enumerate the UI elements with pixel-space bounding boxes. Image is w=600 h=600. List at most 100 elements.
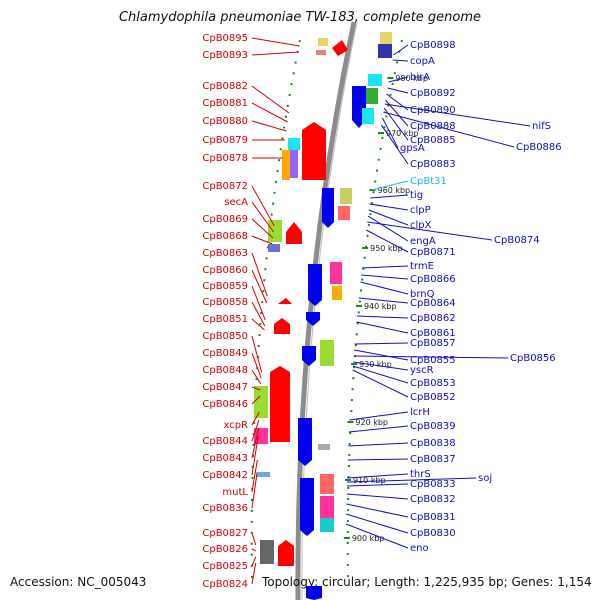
gene-label[interactable]: xcpR <box>223 420 248 431</box>
gene-label[interactable]: CpB0868 <box>202 231 248 242</box>
gene-label[interactable]: CpB0861 <box>410 328 456 339</box>
gene-label[interactable]: CpB0839 <box>410 421 456 432</box>
label-leader <box>371 180 409 191</box>
gene-label[interactable]: CpB0837 <box>410 454 456 465</box>
gene-label[interactable]: CpB0888 <box>410 121 456 132</box>
label-leader <box>367 221 493 241</box>
gene-label[interactable]: thrS <box>410 469 431 480</box>
gene-label[interactable]: CpB0850 <box>202 331 248 342</box>
label-leader <box>357 315 409 319</box>
kbp-label: 900 kbp <box>352 534 385 543</box>
label-leader <box>251 102 288 123</box>
gene-label[interactable]: CpB0851 <box>202 314 248 325</box>
gene-label[interactable]: CpB0886 <box>516 142 562 153</box>
accession-label: Accession: NC_005043 <box>10 575 147 589</box>
gene-label[interactable]: CpB0885 <box>410 135 456 146</box>
gene-label[interactable]: CpB0892 <box>410 88 456 99</box>
label-leader <box>353 355 509 359</box>
gene-label[interactable]: CpB0848 <box>202 365 248 376</box>
gene-label[interactable]: CpB0856 <box>510 353 556 364</box>
gene-label[interactable]: gpsA <box>400 143 425 154</box>
gene-label[interactable]: CpB0838 <box>410 438 456 449</box>
gene-label[interactable]: clpP <box>410 205 431 216</box>
gene-block <box>340 188 352 204</box>
gene-block <box>318 38 328 46</box>
gene-label[interactable]: CpB0832 <box>410 494 456 505</box>
gene-label[interactable]: CpB0844 <box>202 436 248 447</box>
gene-label[interactable]: CpB0857 <box>410 338 456 349</box>
gene-label[interactable]: CpB0883 <box>410 159 456 170</box>
gene-label[interactable]: mutL <box>222 487 248 498</box>
gene-block <box>256 472 270 477</box>
gene-label[interactable]: birA <box>410 72 430 83</box>
label-leader <box>346 503 409 518</box>
gene-label[interactable]: CpB0864 <box>410 298 456 309</box>
gene-label[interactable]: CpB0878 <box>202 153 248 164</box>
rna-label[interactable]: CpBt31 <box>410 176 447 187</box>
gene-label[interactable]: CpB0863 <box>202 248 248 259</box>
gene-label[interactable]: CpB0869 <box>202 214 248 225</box>
label-leader <box>360 281 409 295</box>
kbp-label: 960 kbp <box>378 186 411 195</box>
gene-label[interactable]: CpB0880 <box>202 116 248 127</box>
label-leader <box>369 203 409 211</box>
gene-label[interactable]: CpB0853 <box>410 378 456 389</box>
gene-block <box>288 138 300 150</box>
gene-label[interactable]: CpB0890 <box>410 105 456 116</box>
gene-label[interactable]: CpB0831 <box>410 512 456 523</box>
gene-label[interactable]: CpB0846 <box>202 399 248 410</box>
gene-label[interactable]: engA <box>410 236 436 247</box>
gene-label[interactable]: CpB0859 <box>202 281 248 292</box>
gene-label[interactable]: CpB0862 <box>410 313 456 324</box>
gene-block <box>290 150 298 178</box>
gene-label[interactable]: copA <box>410 56 435 67</box>
gene-label[interactable]: CpB0826 <box>202 544 248 555</box>
gene-label[interactable]: soj <box>478 473 492 484</box>
gene-label[interactable]: yscR <box>410 365 434 376</box>
forward-strand-genes <box>298 32 392 600</box>
gene-label[interactable]: CpB0842 <box>202 470 248 481</box>
gene-label[interactable]: CpB0871 <box>410 247 456 258</box>
gene-label[interactable]: eno <box>410 543 429 554</box>
gene-label[interactable]: CpB0866 <box>410 274 456 285</box>
gene-label[interactable]: CpB0882 <box>202 81 248 92</box>
label-leader <box>370 194 409 199</box>
gene-block <box>366 88 378 104</box>
label-leader <box>347 473 409 479</box>
gene-label[interactable]: CpB0847 <box>202 382 248 393</box>
label-leader <box>346 513 409 534</box>
gene-label[interactable]: secA <box>224 197 248 208</box>
gene-label[interactable]: CpB0898 <box>410 40 456 51</box>
label-leader <box>380 124 409 165</box>
gene-label[interactable]: CpB0858 <box>202 297 248 308</box>
gene-label[interactable]: CpB0825 <box>202 561 248 572</box>
gene-label[interactable]: CpB0836 <box>202 503 248 514</box>
gene-label[interactable]: lcrH <box>410 407 430 418</box>
gene-label[interactable]: nifS <box>532 121 551 132</box>
gene-label[interactable]: CpB0881 <box>202 98 248 109</box>
gene-label[interactable]: CpB0855 <box>410 355 456 366</box>
gene-arrow <box>302 122 326 180</box>
gene-label[interactable]: trmE <box>410 261 434 272</box>
gene-label[interactable]: CpB0849 <box>202 348 248 359</box>
gene-label[interactable]: CpB0830 <box>410 528 456 539</box>
gene-label[interactable]: CpB0874 <box>494 235 540 246</box>
gene-label[interactable]: CpB0893 <box>202 50 248 61</box>
gene-label[interactable]: brnQ <box>410 289 435 300</box>
label-leader <box>251 473 258 509</box>
gene-label[interactable]: CpB0843 <box>202 453 248 464</box>
gene-label[interactable]: CpB0852 <box>410 392 456 403</box>
gene-label[interactable]: clpX <box>410 220 432 231</box>
gene-label[interactable]: CpB0833 <box>410 479 456 490</box>
gene-label[interactable]: CpB0872 <box>202 181 248 192</box>
gene-label[interactable]: CpB0860 <box>202 265 248 276</box>
gene-label[interactable]: CpB0827 <box>202 528 248 539</box>
gene-label[interactable]: CpB0879 <box>202 135 248 146</box>
kbp-label: 980 kbp <box>395 74 428 83</box>
gene-label[interactable]: CpB0824 <box>202 579 248 590</box>
gene-label[interactable]: tig <box>410 190 423 201</box>
label-leader <box>345 523 409 549</box>
gene-block <box>378 44 392 58</box>
gene-label[interactable]: CpB0895 <box>202 33 248 44</box>
label-leader <box>352 365 409 384</box>
